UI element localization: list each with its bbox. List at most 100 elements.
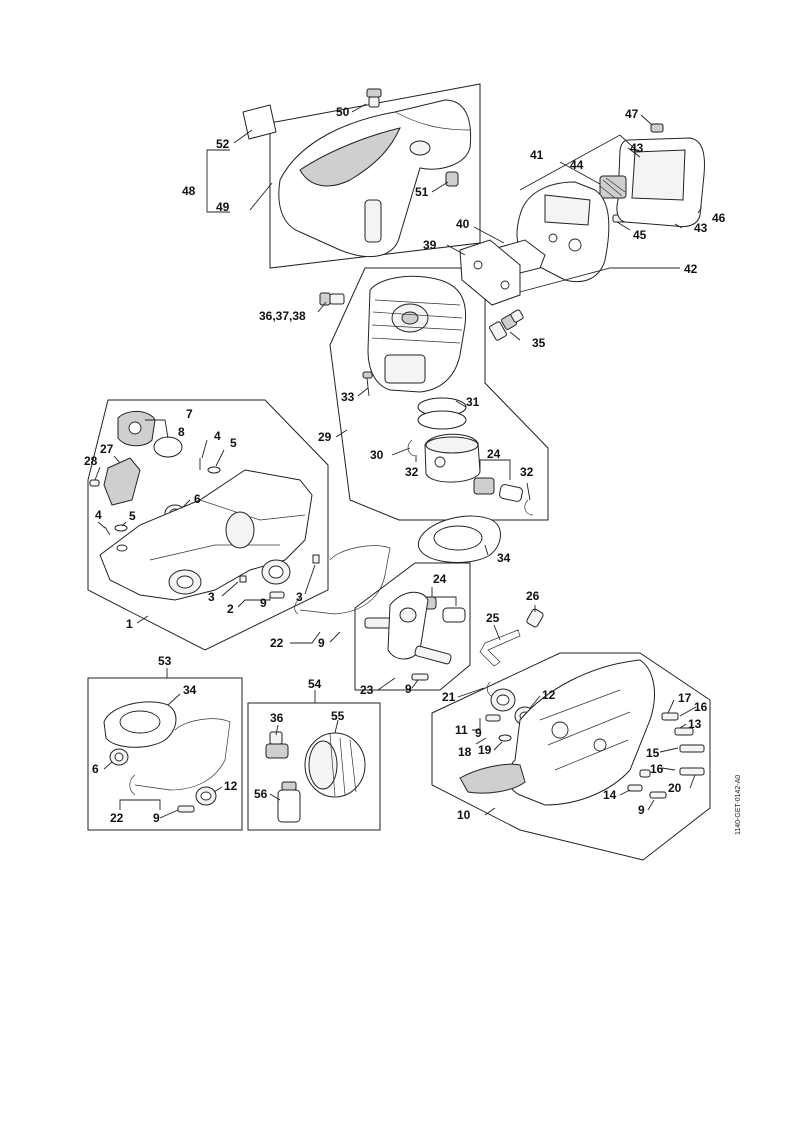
- leader-lines: [94, 103, 701, 819]
- grommet: [445, 171, 459, 187]
- oil-pump: [117, 411, 156, 447]
- small-screw: [89, 479, 100, 487]
- studs-and-screws-right: [627, 712, 705, 799]
- callout-21: 21: [442, 690, 456, 704]
- spark-plug: [489, 309, 524, 341]
- callout-4-upper: 4: [214, 429, 221, 443]
- filler-screw: [366, 88, 382, 108]
- callout-9-a: 9: [260, 596, 267, 610]
- callout-5-lower: 5: [129, 509, 136, 523]
- callout-52: 52: [216, 137, 230, 151]
- callout-27: 27: [100, 442, 114, 456]
- callout-53: 53: [158, 654, 172, 668]
- callout-47: 47: [625, 107, 639, 121]
- exhaust-gasket-plate: [459, 239, 521, 306]
- callout-6-left: 6: [194, 492, 201, 506]
- callout-29: 29: [318, 430, 332, 444]
- adjusting-screw: [526, 608, 544, 628]
- callout-9-d: 9: [475, 726, 482, 740]
- callout-33: 33: [341, 390, 355, 404]
- callout-4-lower: 4: [95, 508, 102, 522]
- crankshaft: [364, 591, 452, 665]
- callout-8: 8: [178, 425, 185, 439]
- decompression-valve: [319, 292, 345, 306]
- callout-15: 15: [646, 746, 660, 760]
- frame-crankcase-group: [87, 399, 329, 651]
- drawing-code: 1140-GET-0142-A0: [735, 775, 742, 835]
- callout-3-right: 3: [296, 590, 303, 604]
- small-fasteners: [485, 714, 512, 742]
- crankcase-half-right: [459, 659, 656, 806]
- sleeves-and-screws: [239, 554, 320, 599]
- circlip-left: [407, 439, 416, 457]
- callout-20: 20: [668, 781, 682, 795]
- callout-17: 17: [678, 691, 692, 705]
- callout-49: 49: [216, 200, 230, 214]
- cylinder-base-gasket: [417, 515, 501, 563]
- callout-22-kit: 22: [110, 811, 124, 825]
- callout-32-left: 32: [405, 465, 419, 479]
- crankcase-half-left: [99, 469, 313, 601]
- callout-1: 1: [126, 617, 133, 631]
- callout-22-top: 22: [270, 636, 284, 650]
- angle-tool: [479, 629, 521, 667]
- piston-rings: [417, 397, 467, 430]
- frame-crankshaft-group: [354, 562, 471, 691]
- cylinder-screw: [362, 371, 373, 397]
- callout-6-kit: 6: [92, 762, 99, 776]
- callout-34-top: 34: [497, 551, 511, 565]
- callout-34-kit: 34: [183, 683, 197, 697]
- callout-55: 55: [331, 709, 345, 723]
- callout-35: 35: [532, 336, 546, 350]
- callout-50: 50: [336, 105, 350, 119]
- callout-16-upper: 16: [694, 700, 708, 714]
- piston: [424, 433, 481, 483]
- callout-42: 42: [684, 262, 698, 276]
- o-ring: [153, 436, 183, 458]
- callout-12-right: 12: [542, 688, 556, 702]
- callout-43-top: 43: [630, 141, 644, 155]
- frame-housing-group: [431, 652, 711, 861]
- callout-10: 10: [457, 808, 471, 822]
- callout-13: 13: [688, 717, 702, 731]
- callout-24-bottom: 24: [433, 572, 447, 586]
- muffler-cover: [616, 137, 705, 228]
- screw: [411, 673, 429, 681]
- callout-24-top: 24: [487, 447, 501, 461]
- callout-40: 40: [456, 217, 470, 231]
- callout-9-c: 9: [405, 682, 412, 696]
- callout-36-37-38: 36,37,38: [259, 309, 306, 323]
- callout-45: 45: [633, 228, 647, 242]
- part-drawings: [89, 88, 705, 823]
- callout-28: 28: [84, 454, 98, 468]
- circlip-right: [524, 499, 534, 516]
- filter-kit-contents: [265, 731, 366, 823]
- callout-48: 48: [182, 184, 196, 198]
- plate: [242, 104, 277, 140]
- callout-46: 46: [712, 211, 726, 225]
- crankcase-gasket: [294, 545, 391, 615]
- chain-guide: [103, 457, 141, 506]
- gasket-kit-contents: [103, 701, 231, 813]
- callout-51: 51: [415, 185, 429, 199]
- shroud: [278, 99, 472, 258]
- callout-9-b: 9: [318, 636, 325, 650]
- callout-23: 23: [360, 683, 374, 697]
- callout-2: 2: [227, 602, 234, 616]
- callout-44: 44: [570, 158, 584, 172]
- callout-36-kit: 36: [270, 711, 284, 725]
- callout-11: 11: [455, 723, 468, 737]
- callout-labels: 50 52 48 49 51 47 41 44 43 46 43 45 40 3…: [84, 105, 726, 825]
- callout-19: 19: [478, 743, 492, 757]
- callout-5-upper: 5: [230, 436, 237, 450]
- ball-bearing-left: [261, 559, 291, 585]
- callout-16-lower: 16: [650, 762, 664, 776]
- callout-18: 18: [458, 745, 472, 759]
- callout-14: 14: [603, 788, 617, 802]
- callout-39: 39: [423, 238, 437, 252]
- callout-12-kit: 12: [224, 779, 238, 793]
- callout-43-bottom: 43: [694, 221, 708, 235]
- pins-and-washers: [104, 458, 221, 536]
- callout-25: 25: [486, 611, 500, 625]
